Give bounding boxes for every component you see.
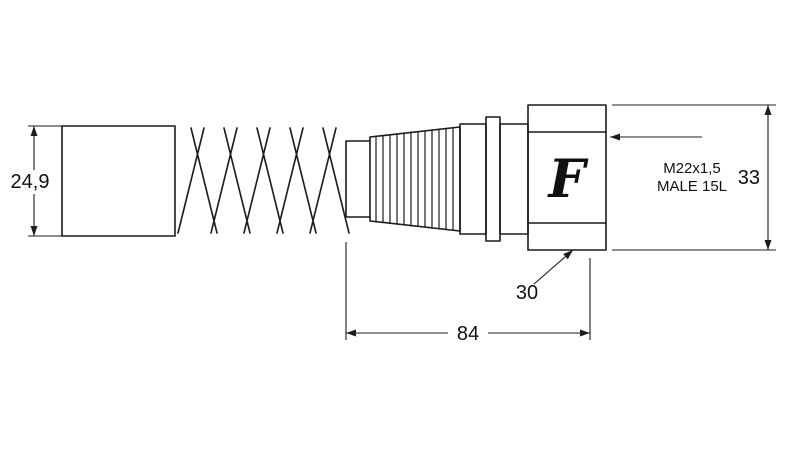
thread-type-label: MALE 15L — [657, 178, 727, 195]
hex-size-label: 30 — [516, 282, 538, 304]
dim-hex-height-lines — [612, 104, 776, 251]
neck — [499, 123, 529, 235]
faster-logo: F — [547, 149, 589, 210]
dim-length-lines — [345, 242, 591, 340]
hex-flat-lines — [527, 131, 607, 224]
dimension-arrows — [30, 105, 772, 337]
thread-spec-label: M22x1,5 — [663, 160, 721, 177]
arrow-hex-leader — [563, 250, 573, 260]
arrow-84-left — [346, 329, 356, 337]
dim-length-label: 84 — [457, 323, 479, 345]
collar — [459, 123, 487, 235]
end-block — [61, 125, 176, 237]
hose-stem — [345, 140, 371, 218]
spring-guard — [177, 127, 350, 234]
dim-block-height-lines — [28, 125, 62, 237]
ribbed-shank-outline — [369, 126, 461, 232]
flange-ring — [485, 116, 501, 242]
dim-block-height-label: 24,9 — [11, 171, 50, 193]
arrow-33-bottom — [764, 240, 772, 250]
hex-nut — [527, 104, 607, 251]
arrow-84-right — [580, 329, 590, 337]
dimension-lines — [28, 104, 776, 340]
ribbed-shank-ribs — [375, 127, 454, 231]
arrow-24-9-bottom — [30, 226, 38, 236]
arrow-24-9-top — [30, 126, 38, 136]
dim-hex-height-label: 33 — [738, 167, 760, 189]
arrow-33-top — [764, 105, 772, 115]
arrow-thread-leader — [610, 133, 620, 141]
part-geometry — [61, 104, 607, 251]
